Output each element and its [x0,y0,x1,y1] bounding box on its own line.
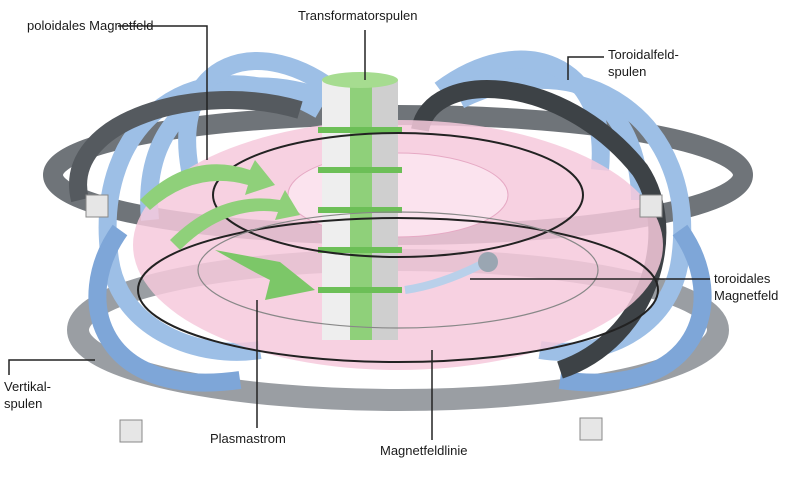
poloidal-field-arrows [140,160,315,300]
leader-lines [8,25,710,440]
label-vertical-coils: Vertikal- spulen [4,378,51,412]
label-toroidal-field-line2: Magnetfeld [714,288,779,303]
label-toroidal-coils: Toroidalfeld- spulen [608,46,679,80]
label-toroidal-field-line1: toroidales [714,271,771,286]
label-poloidal-field: poloidales Magnetfeld [27,18,154,33]
magnetic-field-lines [137,132,659,363]
label-toroidal-coils-line2: spulen [608,64,647,79]
label-transformer-coils: Transformatorspulen [298,8,418,23]
label-toroidal-coils-line1: Toroidalfeld- [608,47,679,62]
label-vertical-coils-line1: Vertikal- [4,379,51,394]
transformer-coils [318,72,402,340]
toroidal-field-arrow [404,252,498,294]
label-plasma-current: Plasmastrom [210,431,286,446]
dark-coils [69,80,667,379]
label-vertical-coils-line2: spulen [4,396,43,411]
label-field-line: Magnetfeldlinie [380,443,468,458]
label-toroidal-field: toroidales Magnetfeld [714,270,778,304]
coil-end-caps [85,194,663,443]
